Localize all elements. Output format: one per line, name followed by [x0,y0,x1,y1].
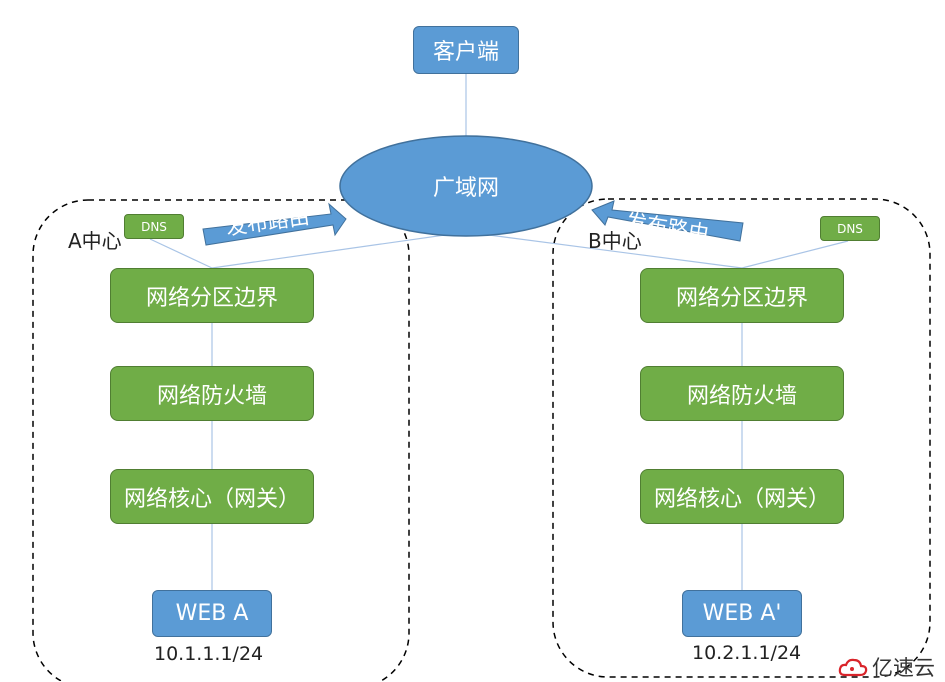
watermark-text: 亿速云 [872,656,935,680]
center-a-boundary [32,199,410,681]
core-gateway-a: 网络核心（网关） [110,469,314,524]
connector-dns-b [741,240,849,269]
publish-route-arrow-b [591,200,744,242]
wan-cloud [339,135,593,237]
boundary-b: 网络分区边界 [640,268,844,323]
connector-wan-boundary-b [465,231,743,269]
connector-wan-boundary-a [211,231,467,269]
firewall-a: 网络防火墙 [110,366,314,421]
web-a: WEB A [152,590,272,637]
publish-route-arrow-a [202,202,347,246]
firewall-b: 网络防火墙 [640,366,844,421]
center-a-title: A中心 [68,229,122,253]
web-b: WEB A' [682,590,802,637]
watermark: 亿速云 [838,652,935,682]
subnet-b: 10.2.1.1/24 [692,642,802,664]
center-b-title: B中心 [588,229,642,253]
client-node: 客户端 [413,26,519,74]
wan-label: 广域网 [432,176,499,201]
dns-b: DNS [820,216,880,241]
connector-dns-a [149,238,213,269]
cloud-logo-icon [838,658,868,677]
boundary-a: 网络分区边界 [110,268,314,323]
core-gateway-b: 网络核心（网关） [640,469,844,524]
dns-a: DNS [124,214,184,239]
subnet-a: 10.1.1.1/24 [154,643,264,665]
center-b-boundary [552,198,931,678]
